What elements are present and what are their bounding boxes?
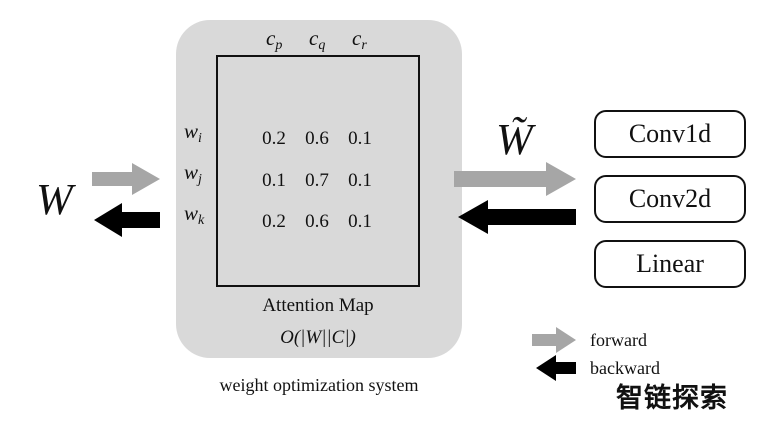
matrix-cell: 0.1 bbox=[262, 170, 286, 191]
row-label-wk: wk bbox=[184, 201, 205, 228]
layer-box-linear: Linear bbox=[594, 240, 746, 288]
matrix-cell: 0.2 bbox=[262, 128, 286, 149]
weight-label-w: W bbox=[36, 175, 73, 224]
row-label-wj: wj bbox=[184, 160, 202, 187]
matrix-cell: 0.6 bbox=[305, 128, 329, 149]
forward-arrow-right bbox=[454, 162, 576, 196]
forward-arrow-left bbox=[92, 163, 160, 195]
backward-arrow-left bbox=[94, 203, 160, 237]
system-caption: weight optimization system bbox=[219, 375, 419, 395]
matrix-cell: 0.1 bbox=[348, 211, 372, 232]
row-label-wi: wi bbox=[184, 119, 202, 146]
matrix-cell: 0.1 bbox=[348, 128, 372, 149]
watermark-logo: 智链探索 bbox=[616, 383, 728, 414]
column-label-cp: cp bbox=[266, 26, 283, 53]
layer-box-conv2d: Conv2d bbox=[594, 175, 746, 223]
weight-optimization-system-panel bbox=[176, 20, 462, 358]
weight-label-w-tilde: W̃ bbox=[496, 115, 533, 164]
matrix-cell: 0.1 bbox=[348, 170, 372, 191]
legend-backward-label: backward bbox=[590, 358, 660, 378]
column-label-cq: cq bbox=[309, 26, 326, 53]
attention-map-matrix bbox=[216, 55, 420, 287]
legend-forward-label: forward bbox=[590, 330, 647, 350]
complexity-formula: O(|W||C|) bbox=[280, 327, 356, 348]
attention-map-caption: Attention Map bbox=[262, 295, 374, 316]
matrix-cell: 0.2 bbox=[262, 211, 286, 232]
backward-arrow-right bbox=[458, 200, 576, 234]
column-label-cr: cr bbox=[352, 26, 367, 53]
matrix-cell: 0.7 bbox=[305, 170, 329, 191]
matrix-cell: 0.6 bbox=[305, 211, 329, 232]
legend-forward-arrow bbox=[532, 327, 576, 353]
layer-box-conv1d: Conv1d bbox=[594, 110, 746, 158]
legend-backward-arrow bbox=[536, 355, 576, 381]
